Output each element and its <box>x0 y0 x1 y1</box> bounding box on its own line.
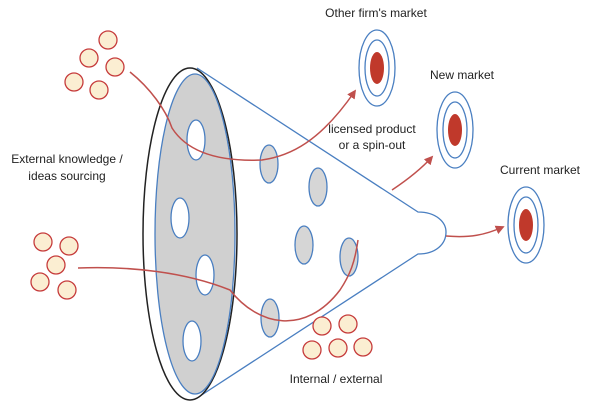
inner-idea <box>308 167 328 207</box>
inner-idea <box>294 225 314 265</box>
idea-bubble-icon <box>328 338 348 358</box>
idea-bubble-icon <box>312 316 332 336</box>
idea-bubble-icon-group-left <box>30 232 79 300</box>
idea-bubble-icon <box>30 272 50 292</box>
label-licensed-line2: or a spin-out <box>339 138 406 152</box>
idea-bubble-icon <box>33 232 53 252</box>
label-external-line2: ideas sourcing <box>28 169 105 183</box>
current-market-path <box>445 225 505 238</box>
target-icon-other-firm <box>358 29 396 107</box>
label-new-market: New market <box>430 68 495 82</box>
idea-bubble-icon <box>89 80 109 100</box>
spinout-path <box>391 155 434 191</box>
label-external-line1: External knowledge / <box>11 152 123 166</box>
inner-idea <box>259 144 279 184</box>
idea-bubble-icon <box>98 30 118 50</box>
idea-bubble-icon <box>302 340 322 360</box>
funnel-hole <box>186 119 206 161</box>
label-current-market: Current market <box>500 163 581 177</box>
label-internal-external: Internal / external <box>290 372 383 386</box>
target-icon-current-market <box>507 186 545 264</box>
idea-bubble-icon <box>46 255 66 275</box>
idea-path-lower <box>77 239 359 322</box>
idea-bubble-icon <box>64 72 84 92</box>
idea-path-upper <box>129 71 357 161</box>
funnel-hole <box>195 254 215 296</box>
idea-bubble-icon-group-top <box>64 30 125 100</box>
label-other-firm-market: Other firm's market <box>325 6 427 20</box>
label-licensed-line1: licensed product <box>328 122 416 136</box>
idea-bubble-icon <box>338 314 358 334</box>
inner-idea <box>339 237 359 277</box>
idea-bubble-icon <box>105 57 125 77</box>
idea-bubble-icon <box>59 236 79 256</box>
idea-bubble-icon-group-bottom <box>302 314 373 360</box>
idea-bubble-icon <box>79 48 99 68</box>
funnel-body <box>196 67 447 399</box>
idea-bubble-icon <box>353 337 373 357</box>
target-icon-new-market <box>436 91 474 169</box>
idea-bubble-icon <box>57 280 77 300</box>
funnel-hole <box>182 320 202 362</box>
funnel-mouth <box>154 73 236 395</box>
funnel-hole <box>170 197 190 239</box>
